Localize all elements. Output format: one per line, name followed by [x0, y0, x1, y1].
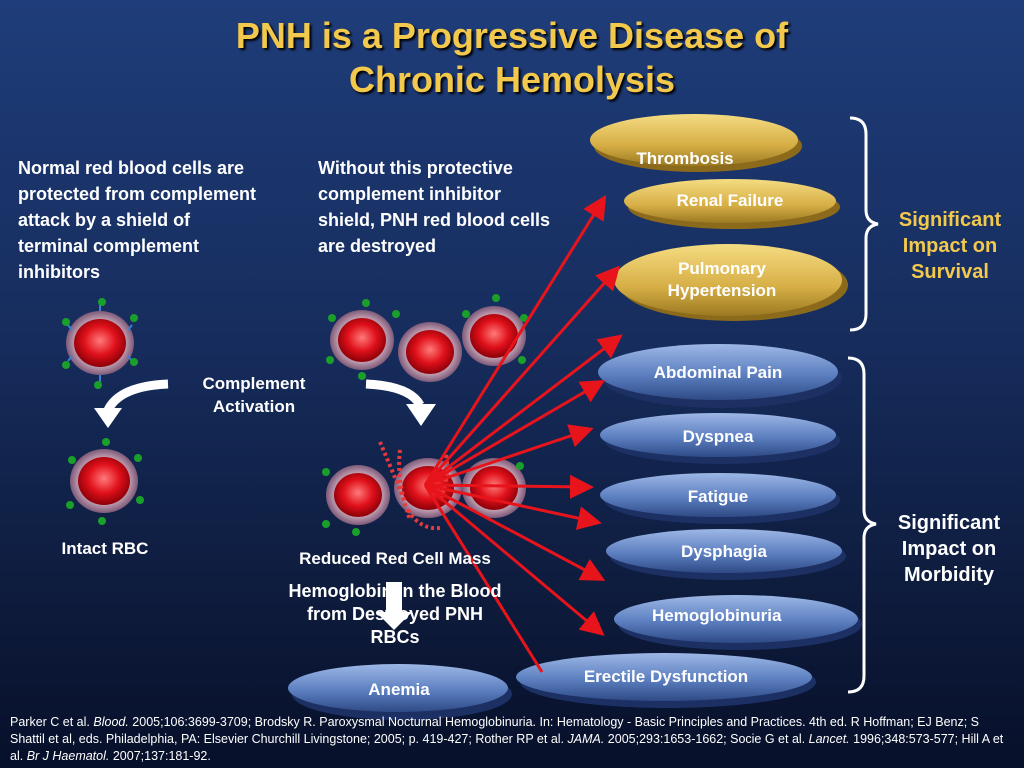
gold-disc-renal-failure	[624, 179, 840, 229]
ref-journal-3: Lancet.	[808, 732, 850, 746]
pulmonary-hypertension-label: Pulmonary Hypertension	[667, 259, 777, 300]
dysphagia-label: Dysphagia	[681, 542, 767, 561]
blue-disc-fatigue	[600, 473, 840, 524]
normal-rbc-bottom	[66, 438, 144, 525]
morbidity-brace	[847, 356, 877, 694]
blue-disc-hemoglobinuria	[614, 595, 862, 650]
ref-text-5: 2007;137:181-92.	[109, 749, 211, 763]
references: Parker C et al. Blood. 2005;106:3699-370…	[10, 714, 1015, 765]
pnh-rbc-description: Without this protective complement inhib…	[318, 158, 551, 256]
title-line-1: PNH is a Progressive Disease of	[235, 15, 789, 56]
blue-disc-dysphagia	[606, 529, 846, 580]
reduced-red-cell-mass-label: Reduced Red Cell Mass	[299, 549, 491, 568]
ref-text-1: Parker C et al.	[10, 715, 94, 729]
hemoglobin-label: Hemoglobin in the Blood from Destroyed P…	[288, 581, 502, 647]
curved-arrow-left	[103, 379, 169, 413]
red-arrows	[423, 194, 623, 636]
complement-activation-label: Complement Activation	[202, 374, 306, 416]
ref-text-2: 2005;106:3699-3709; Brodsky R. Paroxysma…	[10, 715, 980, 746]
gold-disc-pulmonary	[614, 244, 848, 321]
ref-text-4: 1996;348:573-577; Hill A et al.	[10, 732, 1004, 763]
fatigue-label: Fatigue	[687, 487, 749, 506]
thrombosis-label: Thrombosis	[636, 149, 734, 168]
erectile-dysfunction-label: Erectile Dysfunction	[583, 667, 749, 686]
pnh-rbc-group-top	[326, 294, 528, 382]
title-line-2: Chronic Hemolysis	[348, 59, 676, 100]
ref-journal-2: JAMA.	[567, 732, 605, 746]
blue-disc-anemia	[288, 664, 512, 720]
normal-rbc-description: Normal red blood cells are protected fro…	[18, 158, 257, 282]
renal-failure-label: Renal Failure	[676, 191, 784, 210]
blue-disc-abdominal-pain	[598, 344, 842, 408]
survival-impact-label: Significant Impact on Survival	[898, 209, 1002, 283]
slide-title: PNH is a Progressive Disease of Chronic …	[0, 14, 1024, 102]
hemoglobinuria-label: Hemoglobinuria	[652, 606, 782, 625]
blue-disc-dyspnea	[600, 413, 840, 464]
anemia-label: Anemia	[368, 680, 430, 699]
normal-rbc-top	[62, 298, 138, 389]
ref-journal-1: Blood.	[93, 715, 129, 729]
ref-journal-4: Br J Haematol.	[26, 749, 110, 763]
gold-disc-thrombosis	[590, 114, 802, 172]
intact-rbc-label: Intact RBC	[61, 539, 149, 558]
blue-disc-erectile	[516, 653, 816, 708]
dyspnea-label: Dyspnea	[682, 427, 754, 446]
survival-brace	[849, 116, 879, 332]
morbidity-impact-label: Significant Impact on Morbidity	[897, 512, 1001, 586]
ref-text-3: 2005;293:1653-1662; Socie G et al.	[604, 732, 809, 746]
curved-arrow-middle	[365, 379, 424, 408]
abdominal-pain-label: Abdominal Pain	[653, 363, 783, 382]
down-arrow-hemoglobin	[376, 582, 412, 630]
